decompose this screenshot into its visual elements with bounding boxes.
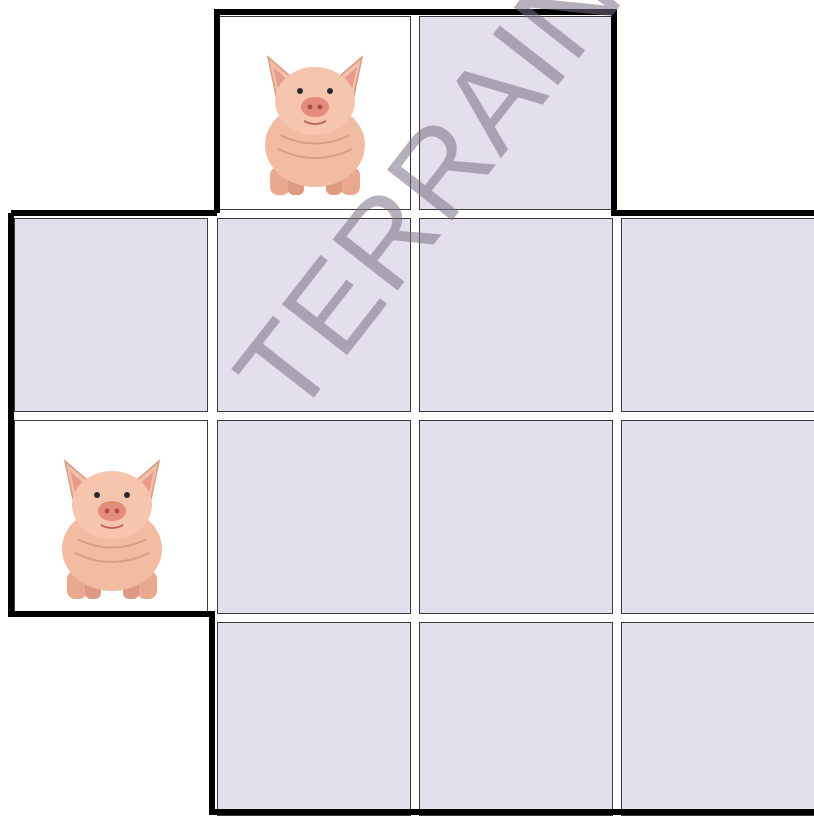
board-outline bbox=[0, 0, 814, 815]
game-board: TERRAIN bbox=[0, 0, 814, 815]
